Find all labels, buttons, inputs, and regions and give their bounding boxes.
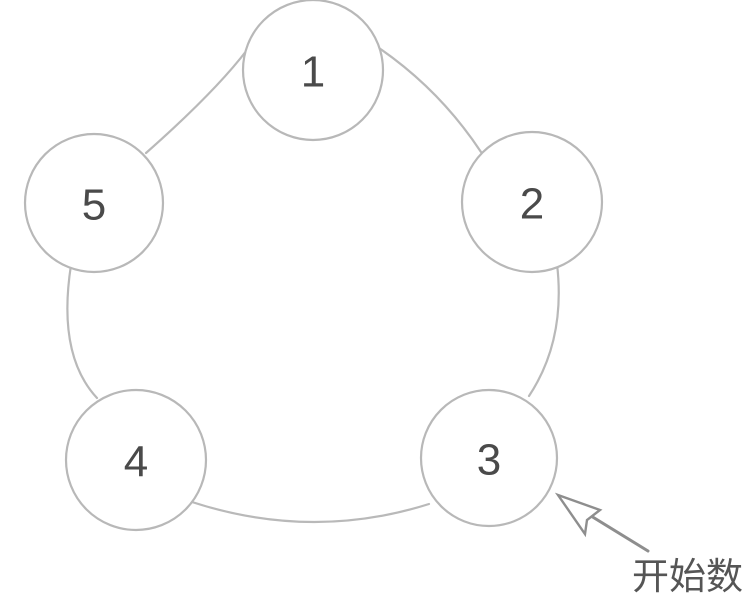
node-2-label: 2 [520,180,544,229]
node-5-circle[interactable] [23,132,165,274]
callout-label: 开始数 [632,556,743,597]
link-2-to-3 [527,262,560,398]
link-1-to-2 [377,46,483,154]
node-2-circle[interactable] [460,130,604,274]
node-1-label: 1 [301,48,325,97]
callout-arrow-head-icon [554,492,603,538]
node-2[interactable]: 2 [460,130,604,274]
node-1[interactable]: 1 [241,0,385,142]
node-5-label: 5 [82,181,106,230]
link-4-to-5 [66,263,99,400]
node-3-label: 3 [477,436,501,485]
link-group [66,46,560,524]
node-4-label: 4 [124,438,148,487]
link-5-to-1 [144,48,249,155]
link-3-to-4 [190,500,431,524]
node-4-circle[interactable] [64,388,208,532]
node-1-circle[interactable] [241,0,385,142]
node-4[interactable]: 4 [64,388,208,532]
node-3-circle[interactable] [419,388,559,528]
node-5[interactable]: 5 [23,132,165,274]
node-3[interactable]: 3 [419,388,559,528]
start-number-callout: 开始数 [554,492,743,597]
